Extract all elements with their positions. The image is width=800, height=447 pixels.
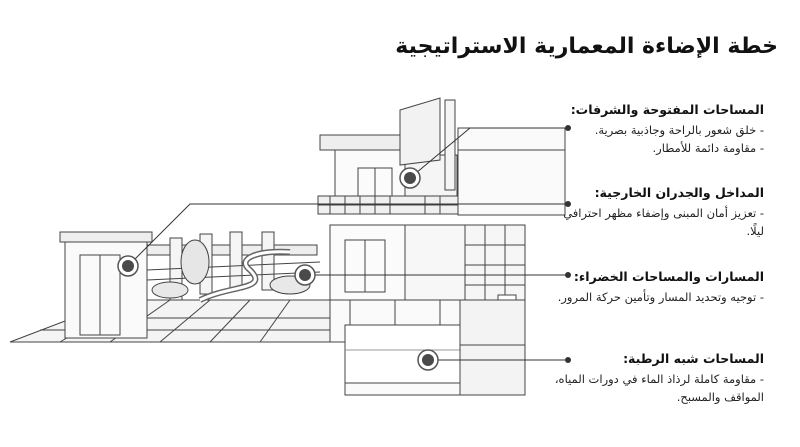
callout-dot-2 — [565, 201, 571, 207]
section-heading: المسارات والمساحات الخضراء: — [573, 269, 764, 284]
section-item: - توجيه وتحديد المسار وتأمين حركة المرور… — [557, 290, 764, 304]
section-item: - تعزيز أمان المبنى وإضفاء مظهر احترافي … — [563, 206, 764, 238]
callout-dot-1 — [565, 125, 571, 131]
light-fixture-icon — [417, 349, 439, 371]
callout-line-1 — [409, 127, 568, 179]
callout-dot-3 — [565, 272, 571, 278]
section-paths: المسارات والمساحات الخضراء: - توجيه وتحد… — [554, 268, 764, 306]
light-fixture-icon — [294, 264, 316, 286]
light-fixture-icon — [399, 167, 421, 189]
section-entrances: المداخل والجدران الخارجية: - تعزيز أمان … — [554, 184, 764, 240]
section-item: - مقاومة كاملة لرذاذ الماء في دورات المي… — [554, 372, 764, 404]
section-item: - مقاومة دائمة للأمطار. — [652, 141, 764, 155]
section-item: - خلق شعور بالراحة وجاذبية بصرية. — [594, 123, 764, 137]
callout-line-2 — [127, 203, 568, 267]
section-heading: المساحات شبه الرطبة: — [623, 351, 764, 366]
section-heading: المساحات المفتوحة والشرفات: — [570, 102, 764, 117]
light-fixture-icon — [117, 255, 139, 277]
callout-dot-4 — [565, 357, 571, 363]
section-open-spaces: المساحات المفتوحة والشرفات: - خلق شعور ب… — [554, 101, 764, 157]
section-heading: المداخل والجدران الخارجية: — [594, 185, 764, 200]
section-wet-areas: المساحات شبه الرطبة: - مقاومة كاملة لرذا… — [554, 350, 764, 406]
page-title: خطة الإضاءة المعمارية الاستراتيجية — [395, 34, 778, 59]
